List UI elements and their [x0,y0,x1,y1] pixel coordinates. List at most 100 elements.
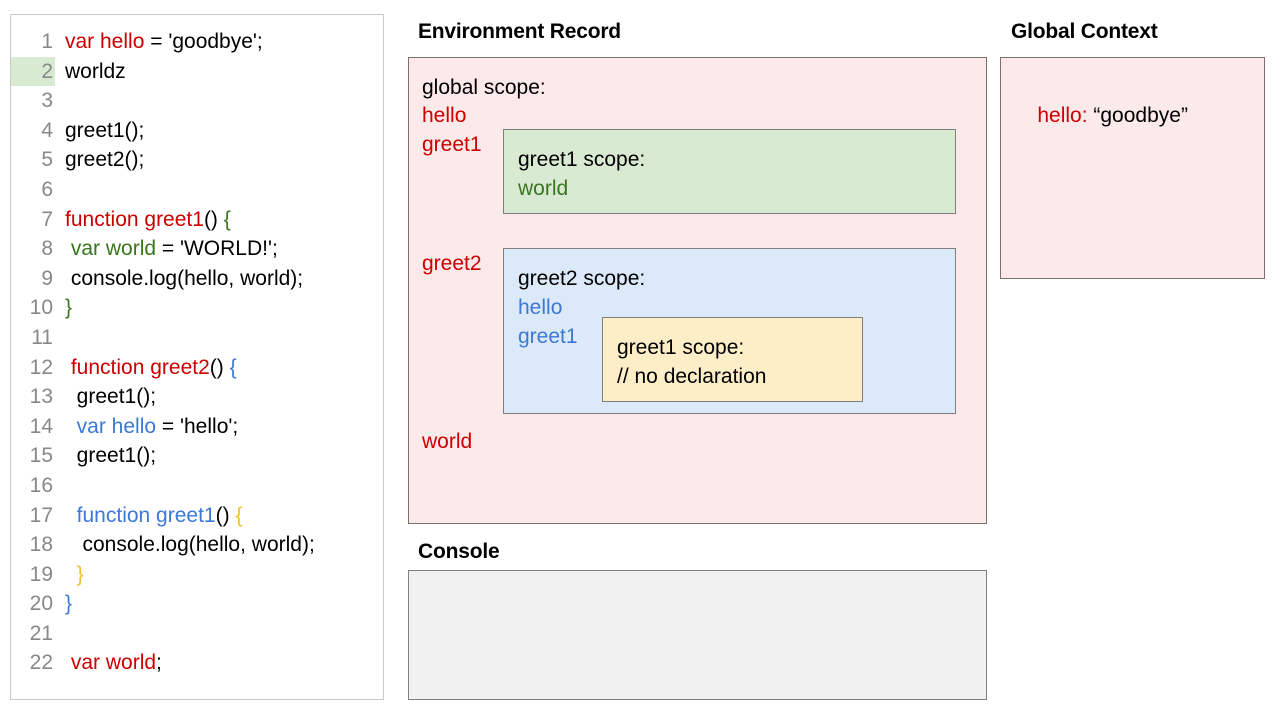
code-token: () [215,503,236,527]
code-token: worldz [65,59,126,83]
code-line-text: } [55,293,72,323]
global-scope-header: global scope: [422,76,546,99]
code-token [65,415,77,438]
code-line[interactable]: 9 console.log(hello, world); [11,264,383,294]
code-line-text: worldz [55,57,126,87]
code-line-text: var world = 'WORLD!'; [55,234,278,264]
code-token [65,504,77,527]
code-token: () [203,207,224,231]
code-line[interactable]: 7 function greet1() { [11,205,383,235]
code-line[interactable]: 17 function greet1() { [11,501,383,531]
nested-greet1-scope-box: greet1 scope: // no declaration [602,317,863,402]
code-token: var hello [76,414,157,438]
code-line[interactable]: 18 console.log(hello, world); [11,530,383,560]
line-number: 17 [29,503,53,527]
code-line[interactable]: 11 [11,323,383,353]
line-number: 13 [29,385,53,409]
greet2-scope-box: greet2 scope: hello greet1 greet1 scope:… [503,248,956,414]
global-binding-greet1: greet1 [422,133,482,156]
code-token: var world [70,237,157,261]
global-binding-world: world [422,430,473,453]
line-number: 7 [41,207,53,231]
line-number: 21 [29,621,53,645]
code-line-text: } [55,589,72,619]
code-line[interactable]: 3 [11,86,383,116]
code-line-text: console.log(hello, world); [55,264,303,294]
line-number: 9 [41,266,53,290]
code-token: { [229,355,237,379]
environment-record-box: global scope: hello greet1 greet2 world … [408,57,987,524]
code-line[interactable]: 21 [11,619,383,649]
global-binding-hello: hello [422,104,467,127]
code-token: { [235,503,243,527]
code-line[interactable]: 12 function greet2() { [11,353,383,383]
code-token: } [76,562,84,586]
console-title: Console [418,540,500,563]
nested-greet1-scope-header: greet1 scope: [617,336,745,359]
code-line-text: var hello = 'goodbye'; [55,27,263,57]
code-line-text: function greet1() { [55,501,243,531]
greet1-binding-world: world [518,177,569,200]
code-line-text: var world; [55,648,162,678]
line-number: 10 [29,296,53,320]
code-token: } [65,296,73,320]
line-number: 2 [11,56,55,87]
code-token: var world [70,651,157,675]
greet1-scope-box: greet1 scope: world [503,129,956,214]
line-number: 3 [41,89,53,113]
code-token: console.log(hello, world); [65,533,315,557]
code-token: function greet2 [70,355,210,379]
code-line[interactable]: 8 var world = 'WORLD!'; [11,234,383,264]
code-line[interactable]: 16 [11,471,383,501]
code-line-text: function greet2() { [55,353,237,383]
global-context-entry-value: “goodbye” [1087,104,1188,127]
line-number: 12 [29,355,53,379]
code-token: greet1(); [65,444,157,468]
global-context-entry-key: hello: [1037,104,1088,127]
code-line-text: var hello = 'hello'; [55,412,239,442]
code-line[interactable]: 2 worldz [11,56,383,87]
global-context-entry: hello: “goodbye” [1014,74,1188,158]
greet2-scope-header: greet2 scope: [518,267,646,290]
code-token: console.log(hello, world); [65,266,304,290]
line-number: 11 [31,325,53,349]
console-output [409,571,986,587]
code-token: function greet1 [76,503,216,527]
code-token [65,563,77,586]
line-number: 1 [41,30,53,53]
code-line[interactable]: 10} [11,293,383,323]
code-line[interactable]: 15 greet1(); [11,441,383,471]
line-number: 15 [29,444,53,468]
code-line-text: console.log(hello, world); [55,530,315,560]
code-line[interactable]: 14 var hello = 'hello'; [11,412,383,442]
console-box[interactable] [408,570,987,700]
code-line-text: greet1(); [55,441,156,471]
code-line[interactable]: 19 } [11,560,383,590]
code-line[interactable]: 20} [11,589,383,619]
code-line[interactable]: 13 greet1(); [11,382,383,412]
code-token: () [209,355,230,379]
code-token: function greet1 [65,207,204,231]
line-number: 18 [29,533,53,557]
line-number: 20 [29,592,53,616]
global-context-title: Global Context [1011,20,1158,43]
code-token: = 'WORLD!'; [156,237,278,261]
code-token: greet1(); [65,118,145,142]
code-token: = 'hello'; [156,414,239,438]
environment-record-title: Environment Record [418,20,621,43]
code-token: ; [156,651,162,675]
code-token: { [223,207,231,231]
code-line-text: } [55,560,84,590]
code-line-text: greet1(); [55,116,144,146]
line-number: 8 [41,237,53,261]
code-token: var hello [65,30,145,53]
nested-greet1-scope-note: // no declaration [617,365,767,388]
code-line[interactable]: 6 [11,175,383,205]
global-binding-greet2: greet2 [422,252,482,275]
code-line[interactable]: 22 var world; [11,648,383,678]
